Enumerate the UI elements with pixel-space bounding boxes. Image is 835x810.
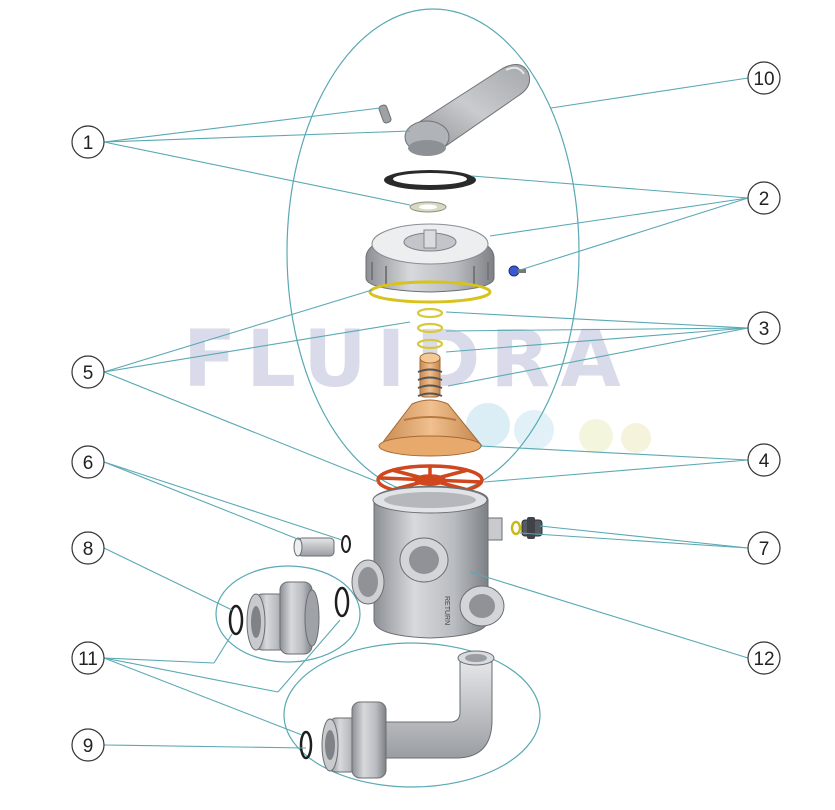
gauge-adaptor (293, 535, 351, 557)
callout-3: 3 (747, 311, 781, 345)
valve-parts: RETURN (228, 64, 543, 779)
shaft-o-ring-mid (416, 322, 444, 334)
cover-gasket-plate (384, 170, 476, 190)
washer (409, 201, 447, 213)
watermark-dot-1 (466, 403, 510, 447)
callout-11: 11 (71, 641, 105, 675)
callout-9-number: 9 (83, 736, 94, 757)
elbow-union (299, 650, 495, 779)
handle-pin (378, 104, 392, 124)
callout-6-number: 6 (83, 453, 94, 474)
callout-7-number: 7 (759, 539, 770, 560)
callout-3-number: 3 (759, 319, 770, 340)
callout-5-number: 5 (83, 363, 94, 384)
cover-o-ring (368, 280, 492, 304)
callout-9: 9 (71, 728, 105, 762)
callout-1-number: 1 (83, 133, 94, 154)
valve-body: RETURN (351, 485, 505, 639)
elbow-group-ellipse (283, 642, 541, 788)
callout-1: 1 (71, 125, 105, 159)
callout-2: 2 (747, 181, 781, 215)
shaft-o-ring-bottom (416, 338, 444, 350)
callout-12: 12 (747, 641, 781, 675)
watermark-dot-3 (579, 419, 613, 453)
callout-4-number: 4 (759, 451, 770, 472)
callout-4: 4 (747, 443, 781, 477)
callout-12-number: 12 (753, 649, 774, 670)
union-group-ellipse (215, 565, 361, 663)
callout-8-number: 8 (83, 539, 94, 560)
callout-10-number: 10 (753, 69, 774, 90)
callout-11-number: 11 (78, 649, 98, 670)
leader-lines (103, 77, 749, 749)
callout-10: 10 (747, 61, 781, 95)
rotor-assembly (378, 352, 483, 457)
callout-2-number: 2 (759, 189, 770, 210)
callout-7: 7 (747, 531, 781, 565)
drain-plug (510, 517, 543, 539)
shaft-o-ring-top (416, 307, 444, 319)
callout-6: 6 (71, 445, 105, 479)
cover-screw (508, 265, 526, 277)
callout-8: 8 (71, 531, 105, 565)
watermark-dot-2 (514, 410, 554, 450)
callout-5: 5 (71, 355, 105, 389)
valve-cover (365, 223, 495, 293)
body-port-label: RETURN (443, 596, 450, 625)
handle-lever (404, 64, 531, 156)
union-fitting (228, 581, 350, 655)
watermark-dot-4 (621, 423, 651, 453)
